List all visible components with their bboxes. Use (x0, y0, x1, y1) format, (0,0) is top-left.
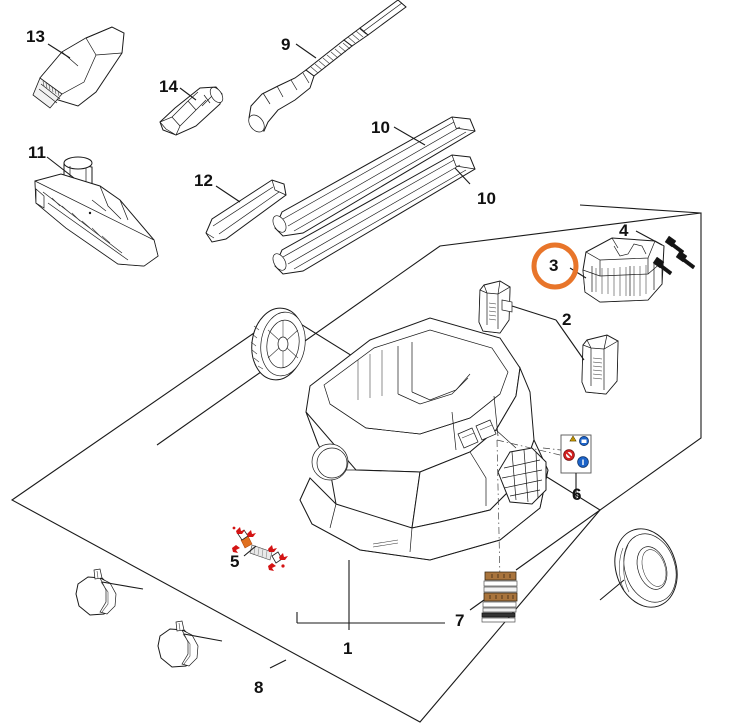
callout-12[interactable]: 12 (194, 171, 213, 190)
part-14-nozzle-adapter (159, 86, 224, 136)
part-9-suction-hose (248, 0, 407, 133)
screw (664, 235, 685, 255)
latch-clip-lower (581, 334, 619, 395)
callout-1[interactable]: 1 (343, 639, 353, 658)
callout-6[interactable]: 6 (572, 485, 582, 504)
part-13-upholstery-brush (32, 26, 125, 109)
latch-clip-upper (478, 280, 513, 334)
part-3-cable-hook-bracket (569, 237, 665, 303)
callout-13[interactable]: 13 (26, 27, 45, 46)
callout-10-lower[interactable]: 10 (477, 189, 496, 208)
screw (652, 256, 673, 276)
highlight-ring-part-3 (531, 242, 579, 290)
part-11-floor-nozzle (34, 156, 159, 267)
part-2-latch-clips (478, 280, 619, 395)
callout-10-upper[interactable]: 10 (371, 118, 390, 137)
caster-wheel (157, 620, 223, 668)
callout-9[interactable]: 9 (281, 35, 291, 54)
callout-3[interactable]: 3 (549, 256, 559, 275)
callout-8[interactable]: 8 (254, 678, 264, 697)
part-10-extension-tubes (272, 116, 476, 275)
callout-11[interactable]: 11 (28, 143, 46, 162)
part-6-warning-labels (542, 434, 592, 498)
callout-2[interactable]: 2 (562, 310, 572, 329)
part-5-cord-connector (232, 526, 288, 571)
caster-wheel (75, 568, 144, 616)
filter-ring (599, 528, 678, 608)
callout-14[interactable]: 14 (159, 77, 178, 96)
part-8-caster-wheels (75, 568, 287, 669)
bottom-leader-lines (296, 560, 445, 630)
callout-7[interactable]: 7 (455, 611, 465, 630)
rear-wheel (497, 447, 547, 505)
callout-5[interactable]: 5 (230, 552, 240, 571)
screw (675, 250, 696, 270)
part-7-filter-bags (469, 571, 518, 623)
spoked-wheel (250, 307, 306, 381)
part-1-container-body (299, 317, 561, 581)
accessory-box-outline (579, 204, 702, 214)
part-4-screws (635, 230, 696, 276)
part-12-crevice-nozzle (205, 179, 287, 243)
callout-4[interactable]: 4 (619, 221, 629, 240)
